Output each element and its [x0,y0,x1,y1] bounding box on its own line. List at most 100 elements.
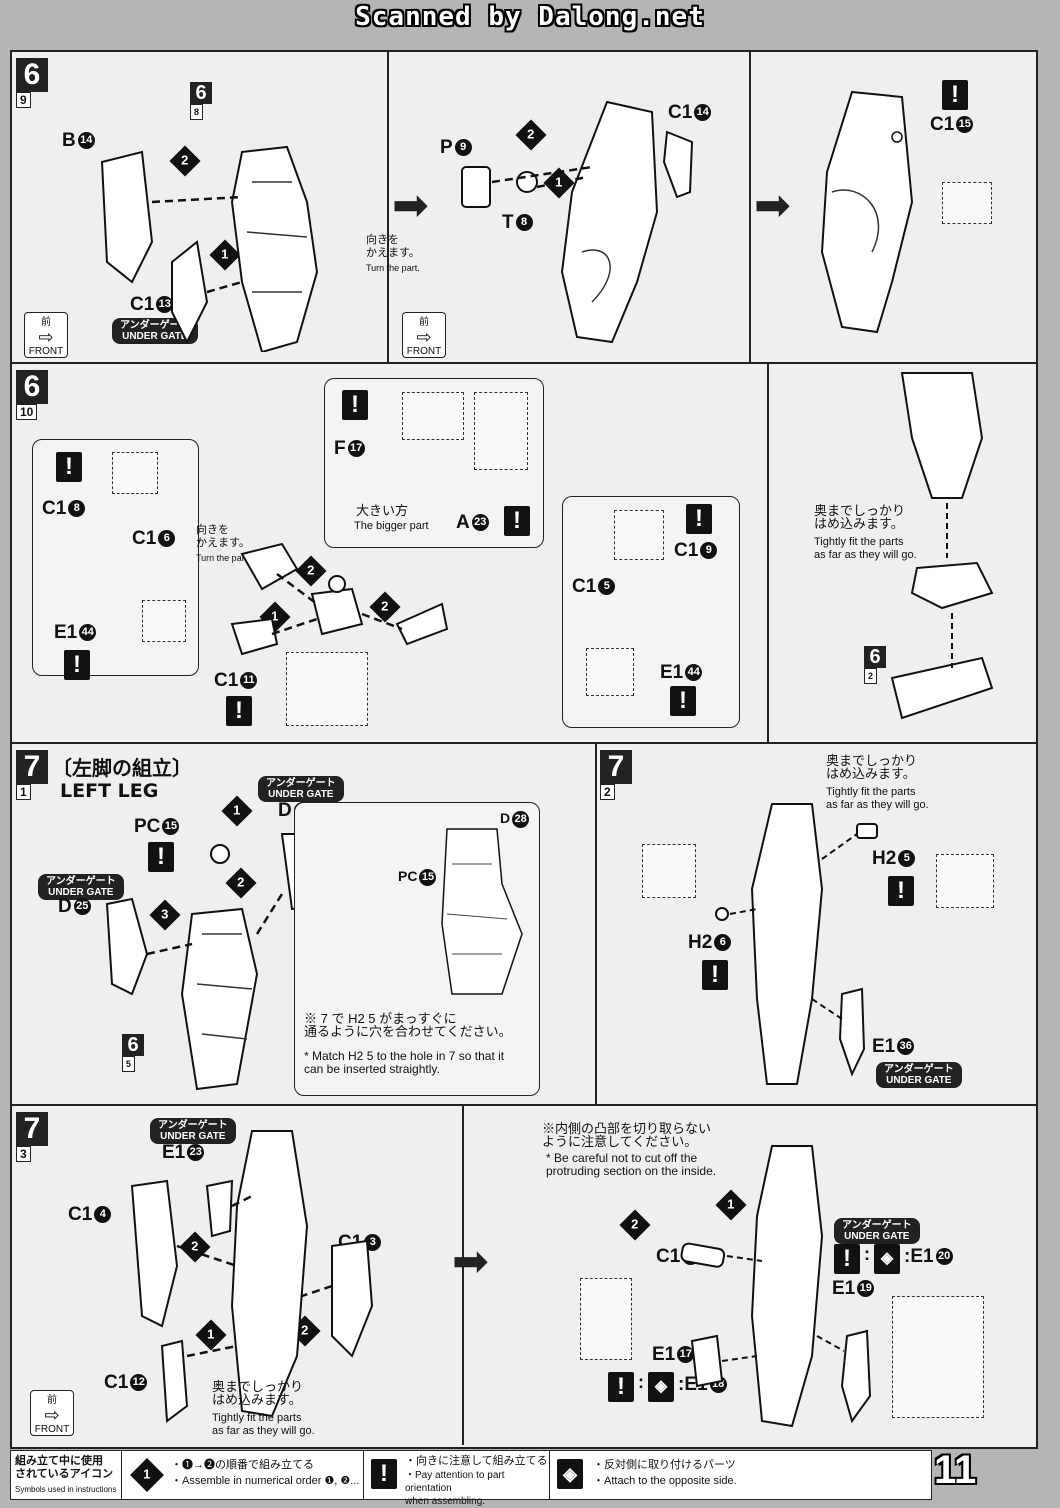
legend-opposite-en: ・Attach to the opposite side. [593,1475,737,1487]
detail-box [614,510,664,560]
detail-box [942,182,992,224]
caution-icon: ! [888,876,914,906]
detail-box [112,452,158,494]
leg-assembly-drawing [130,1130,374,1423]
next-arrow: ➡ [452,1237,489,1286]
caution-icon: ! [686,504,712,534]
ref-step: 6 [864,646,886,668]
leg-assembly-drawing [715,803,878,1085]
turn-note-jp: 向きを かえます。 [366,234,420,259]
separator: : [864,1244,870,1264]
substep-number: 3 [16,1146,31,1162]
alignment-note-en: * Match H2 5 to the hole in 7 so that it… [304,1049,505,1076]
fit-note-jp: 奥までしっかり はめ込みます。 [212,1379,304,1407]
section-title-jp: 〔左脚の組立〕 [52,758,192,780]
legend-title-jp: 組み立て中に使用 されているアイコン [15,1455,114,1480]
bigger-note-en: The bigger part [354,520,429,532]
icon-legend: 組み立て中に使用 されているアイコン Symbols used in instr… [10,1450,932,1507]
caution-icon: ! [148,842,174,872]
front-indicator: 前⇨FRONT [24,312,68,358]
legend-orient-jp: ・向きに注意して組み立てる [405,1455,548,1467]
legend-opposite-jp: ・反対側に取り付けるパーツ [593,1459,736,1471]
fit-note-jp: 奥までしっかり はめ込みます。 [814,503,906,531]
fit-note-en: Tightly fit the parts as far as they wil… [826,786,929,811]
cut-note-en: * Be careful not to cut off the protrudi… [546,1151,717,1178]
fit-note-en: Tightly fit the parts as far as they wil… [212,1412,315,1437]
caution-icon: ! [56,452,82,482]
page-number: 11 [934,1448,977,1492]
fit-note-en: Tightly fit the parts as far as they wil… [814,536,917,561]
next-arrow: ➡ [754,181,791,230]
bigger-note-jp: 大きい方 [356,503,409,518]
substep-number: 2 [600,784,615,800]
order-icon: 1 [130,1458,164,1492]
detail-box [142,600,186,642]
order-2-marker: 2 [619,1209,651,1241]
separator: : [638,1372,644,1392]
detail-box [402,392,464,440]
step-number: 7 [16,1112,48,1146]
ref-substep: 2 [864,668,878,684]
turn-note-en: Turn the part. [196,553,250,563]
detail-box [286,652,368,726]
front-indicator: 前⇨FRONT [30,1390,74,1436]
step-number: 7 [600,750,632,784]
section-title-en: LEFT LEG [60,780,159,802]
legend-order-jp: ・❶→❷の順番で組み立てる [171,1459,314,1471]
scan-banner: Scanned by Dalong.net [355,2,705,32]
leg-assembly-drawing [820,90,914,334]
leg-assembly-drawing [890,372,994,720]
substep-number: 10 [16,404,38,420]
step-number: 6 [16,370,48,404]
step-number: 7 [16,750,48,784]
opposite-side-icon: ◈ [874,1244,900,1274]
legend-orient-en: ・Pay attention to part orientation when … [405,1470,505,1507]
substep-number: 9 [16,92,31,108]
caution-icon: ! [670,686,696,716]
step-number: 6 [16,58,48,92]
order-1-marker: 1 [221,795,253,827]
caution-icon: ! [702,960,728,990]
caution-icon: ! [942,80,968,110]
ref-step: 6 [190,82,212,104]
next-arrow: ➡ [392,181,429,230]
leg-assembly-drawing [100,145,319,352]
legend-title-en: Symbols used in instructions [15,1485,117,1494]
ref-step: 6 [122,1034,144,1056]
caution-icon: ! [834,1244,860,1274]
turn-note-en: Turn the part. [366,263,420,273]
ref-substep: 5 [122,1056,136,1072]
leg-assembly-drawing [461,100,694,344]
